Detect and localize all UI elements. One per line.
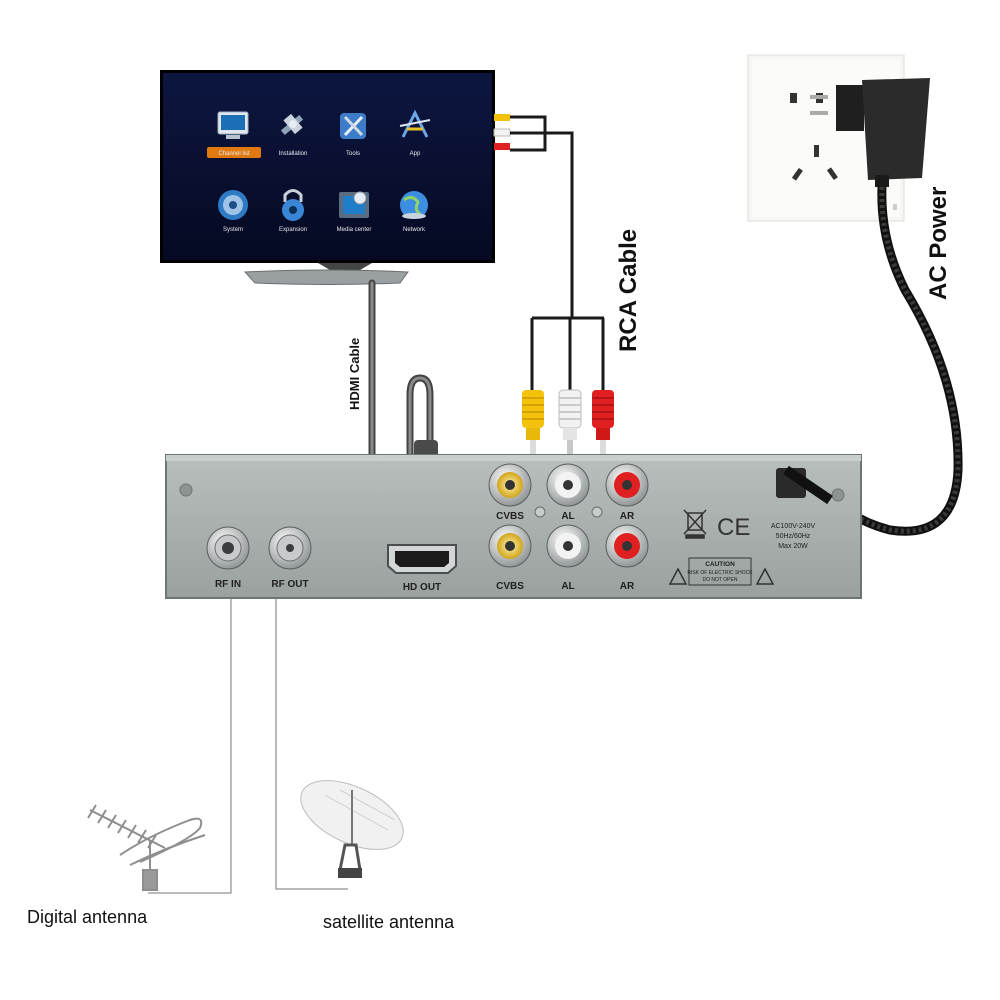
- satellite-icon: [280, 113, 304, 136]
- tools-icon: [340, 113, 366, 139]
- rf-out-label: RF OUT: [271, 579, 308, 590]
- power-adapter: [810, 78, 930, 187]
- menu-highlight: [207, 147, 261, 158]
- menu-item-system[interactable]: System: [218, 190, 248, 233]
- app-store-icon: [399, 109, 431, 138]
- warning-triangle-icon: [755, 567, 775, 585]
- menu-label: Channel list: [218, 151, 250, 157]
- tv-stand-neck: [318, 263, 372, 270]
- ce-mark: CE: [717, 514, 750, 541]
- cvbs-top-label: CVBS: [496, 511, 524, 522]
- caution-label: CAUTION RISK OF ELECTRIC SHOCK DO NOT OP…: [668, 557, 775, 586]
- ar-top-label: AR: [620, 511, 635, 522]
- power-inlet[interactable]: [776, 465, 833, 505]
- rf-in-port[interactable]: [206, 526, 250, 570]
- rf-out-port[interactable]: [268, 526, 312, 570]
- rca-cable: [510, 115, 605, 395]
- power-rating-line-3: Max 20W: [778, 543, 808, 550]
- gear-icon: [218, 190, 248, 220]
- cvbs-jack-bottom[interactable]: [488, 524, 532, 568]
- menu-item-expansion[interactable]: Expansion: [279, 189, 307, 234]
- al-bottom-label: AL: [561, 581, 574, 592]
- hd-out-label: HD OUT: [403, 582, 441, 593]
- tv-screen: [163, 73, 492, 260]
- digital-antenna-label: Digital antenna: [27, 907, 148, 927]
- menu-item-installation[interactable]: Installation: [279, 113, 308, 157]
- menu-item-tools[interactable]: Tools: [340, 113, 366, 157]
- cvbs-jack-top[interactable]: [488, 463, 532, 507]
- hdmi-cable-label: HDMI Cable: [347, 338, 362, 410]
- tv-rca-inputs: [493, 114, 511, 150]
- caution-title: CAUTION: [705, 561, 735, 568]
- menu-item-media-center[interactable]: Media center: [337, 191, 372, 233]
- al-jack-bottom[interactable]: [546, 524, 590, 568]
- caution-line-1: RISK OF ELECTRIC SHOCK: [687, 570, 753, 576]
- menu-label: App: [410, 151, 421, 157]
- cvbs-bottom-label: CVBS: [496, 581, 524, 592]
- digital-antenna-icon: [87, 804, 206, 891]
- menu-item-network[interactable]: Network: [400, 191, 428, 233]
- rf-in-label: RF IN: [215, 579, 241, 590]
- lock-icon: [282, 189, 304, 221]
- ar-jack-top[interactable]: [605, 463, 649, 507]
- rca-cable-label: RCA Cable: [615, 229, 642, 352]
- globe-icon: [400, 191, 428, 219]
- weee-bin-icon: [683, 509, 707, 539]
- television: Channel list Installation Tools: [160, 70, 511, 285]
- ar-jack-bottom[interactable]: [605, 524, 649, 568]
- satellite-dish-icon: [300, 780, 404, 878]
- rca-plug-white: [558, 389, 582, 458]
- antenna-feed-lines: [148, 598, 348, 894]
- menu-item-app[interactable]: App: [399, 109, 431, 157]
- menu-label: Expansion: [279, 227, 307, 233]
- power-rating-line-1: AC100V-240V: [771, 523, 816, 530]
- rca-plug-yellow: [522, 390, 544, 458]
- hdmi-out-port[interactable]: [387, 544, 457, 574]
- menu-item-channel-list[interactable]: Channel list: [207, 111, 261, 158]
- al-jack-top[interactable]: [546, 463, 590, 507]
- screw-icon: [534, 506, 546, 518]
- caution-line-2: DO NOT OPEN: [703, 577, 738, 583]
- screw-icon: [591, 506, 603, 518]
- receiver-back-panel: RF IN RF OUT HD OUT CV: [165, 454, 862, 599]
- power-rating-line-2: 50Hz/60Hz: [776, 533, 811, 540]
- menu-label: Tools: [346, 151, 360, 157]
- al-top-label: AL: [561, 511, 574, 522]
- warning-triangle-icon: [668, 567, 688, 585]
- menu-label: Network: [403, 227, 426, 233]
- menu-label: Media center: [337, 227, 372, 233]
- menu-label: Installation: [279, 151, 308, 157]
- satellite-antenna-label: satellite antenna: [323, 912, 455, 932]
- ar-bottom-label: AR: [620, 581, 635, 592]
- rca-plug-red: [592, 390, 614, 458]
- menu-label: System: [223, 227, 243, 233]
- tv-stand-base: [243, 269, 409, 285]
- monitor-icon: [217, 111, 249, 139]
- film-icon: [339, 191, 369, 218]
- ac-power-label: AC Power: [925, 187, 952, 300]
